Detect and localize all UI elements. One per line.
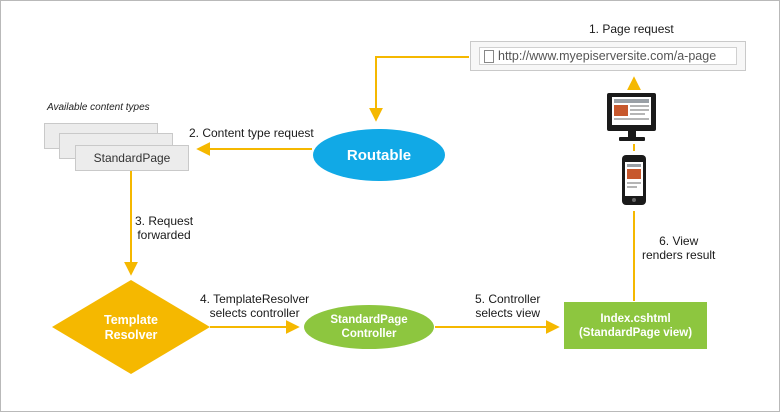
content-type-card-standardpage: StandardPage bbox=[75, 145, 189, 171]
desktop-monitor-icon bbox=[607, 93, 656, 141]
content-types-caption: Available content types bbox=[47, 102, 150, 113]
browser-url-bar: http://www.myepiserversite.com/a-page bbox=[470, 41, 746, 71]
step-4-label: 4. TemplateResolver selects controller bbox=[200, 292, 310, 320]
standardpage-controller-node: StandardPage Controller bbox=[304, 305, 434, 349]
mobile-phone-icon bbox=[622, 155, 646, 205]
template-resolver-diamond bbox=[52, 280, 210, 374]
url-text: http://www.myepiserversite.com/a-page bbox=[498, 49, 717, 63]
step-2-label: 2. Content type request bbox=[189, 126, 314, 140]
index-view-node: Index.cshtml (StandardPage view) bbox=[564, 302, 707, 349]
page-icon bbox=[484, 50, 494, 63]
step-6-label: 6. View renders result bbox=[642, 234, 716, 262]
step-3-label: 3. Request forwarded bbox=[135, 214, 194, 242]
arrow-url-to-routable bbox=[369, 56, 469, 122]
url-field: http://www.myepiserversite.com/a-page bbox=[479, 47, 737, 65]
step-1-label: 1. Page request bbox=[589, 22, 674, 36]
routable-node: Routable bbox=[313, 129, 445, 181]
step-5-label: 5. Controller selects view bbox=[475, 292, 541, 320]
template-resolver-label: Template Resolver bbox=[104, 313, 158, 342]
